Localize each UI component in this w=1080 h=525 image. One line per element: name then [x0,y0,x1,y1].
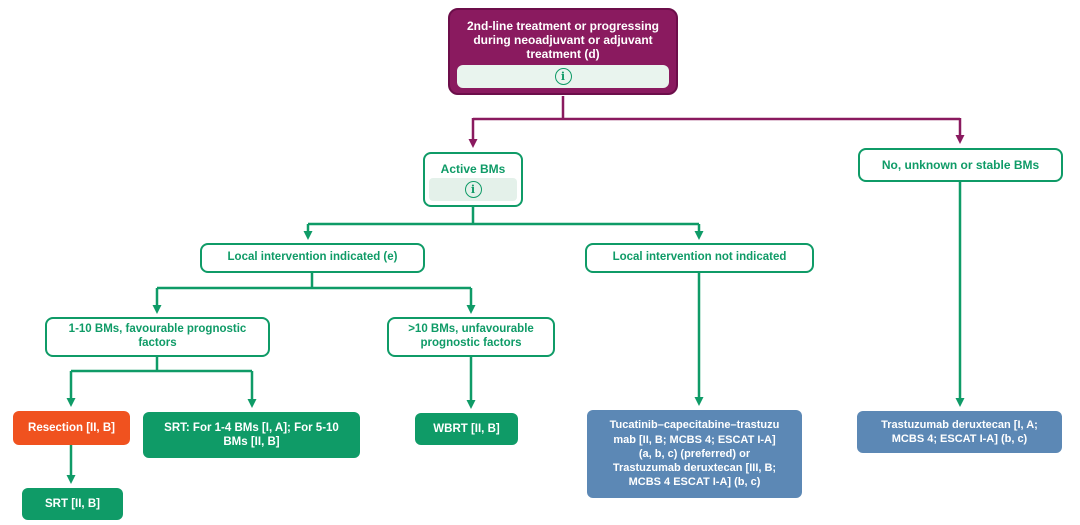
node-wbrt-label: WBRT [II, B] [433,422,500,435]
info-icon[interactable]: i [464,181,482,198]
node-1-10-bms: 1-10 BMs, favourable prognostic factors [45,317,270,357]
node-trastuzumab-deruxtecan: Trastuzumab deruxtecan [I, A; MCBS 4; ES… [857,411,1062,453]
node-local-intervention-not-indicated-label: Local intervention not indicated [612,251,787,264]
node-tucatinib-regimen-label: Tucatinib–capecitabine–trastuzu mab [II,… [609,419,780,489]
node-srt-iib-label: SRT [II, B] [45,497,100,510]
node-local-intervention-not-indicated: Local intervention not indicated [585,243,814,273]
node-2nd-line-treatment-label: 2nd-line treatment or progressing during… [466,19,660,62]
node-trastuzumab-deruxtecan-label: Trastuzumab deruxtecan [I, A; MCBS 4; ES… [881,418,1038,445]
node-srt-iib: SRT [II, B] [22,488,123,520]
node-active-bms: Active BMs i [423,152,523,207]
node-gt10-bms-label: >10 BMs, unfavourable prognostic factors [408,323,534,349]
node-resection-label: Resection [II, B] [28,421,115,434]
info-icon[interactable]: i [554,68,572,85]
node-resection: Resection [II, B] [13,411,130,445]
active-bms-info-panel[interactable]: i [429,178,517,201]
node-gt10-bms: >10 BMs, unfavourable prognostic factors [387,317,555,357]
node-srt-1-4-bms: SRT: For 1-4 BMs [I, A]; For 5-10 BMs [I… [143,412,360,458]
node-local-intervention-indicated-label: Local intervention indicated (e) [227,251,398,264]
node-stable-bms-label: No, unknown or stable BMs [881,157,1040,172]
node-wbrt: WBRT [II, B] [415,413,518,445]
node-local-intervention-indicated: Local intervention indicated (e) [200,243,425,273]
node-1-10-bms-label: 1-10 BMs, favourable prognostic factors [68,323,247,349]
root-info-panel[interactable]: i [457,65,669,88]
node-srt-1-4-bms-label: SRT: For 1-4 BMs [I, A]; For 5-10 BMs [I… [164,421,339,448]
node-active-bms-label: Active BMs [440,162,506,176]
node-2nd-line-treatment: 2nd-line treatment or progressing during… [448,8,678,95]
node-tucatinib-regimen: Tucatinib–capecitabine–trastuzu mab [II,… [587,410,802,498]
node-stable-bms: No, unknown or stable BMs [858,148,1063,182]
